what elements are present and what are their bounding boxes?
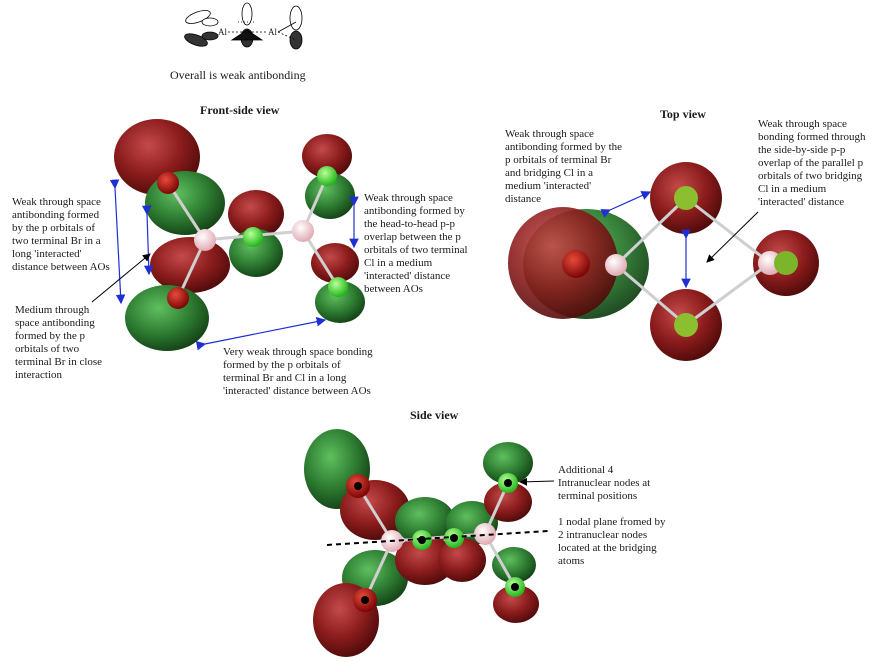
annotation-top-bridging-cl: Weak through space bonding formed throug… (758, 118, 866, 208)
schematic-molecule (184, 2, 303, 50)
side-view-title: Side view (410, 408, 459, 422)
annotation-front-br-cl: Very weak through space bonding formed b… (223, 346, 373, 397)
annotation-front-br-terminal: Weak through space antibonding formed by… (12, 196, 110, 273)
front-side-orbital-model (114, 119, 365, 351)
annotation-front-cl-terminal: Weak through space antibonding formed by… (364, 192, 468, 295)
nodal-plane-line (326, 530, 549, 546)
front-pointer-arrow (91, 253, 151, 303)
annotation-side-nodes: Additional 4 Intranuclear nodes at termi… (558, 464, 651, 502)
top-arrows (600, 191, 691, 289)
top-view-title: Top view (660, 107, 706, 121)
annotation-front-br-close: Medium through space antibonding formed … (15, 304, 103, 381)
side-orbital-model (304, 429, 539, 657)
annotation-top-br-cl: Weak through space antibonding formed by… (505, 128, 623, 205)
top-pointer-arrow (706, 211, 759, 263)
side-pointer-arrow (519, 477, 555, 486)
front-arrows (109, 179, 359, 351)
annotation-side-plane: 1 nodal plane fromed by 2 intranuclear n… (558, 516, 666, 567)
front-side-title: Front-side view (200, 103, 280, 117)
schematic-al-left: Al (218, 27, 227, 37)
schematic-al-right: Al (268, 27, 277, 37)
overall-label: Overall is weak antibonding (170, 68, 306, 82)
top-orbital-model (508, 162, 819, 361)
